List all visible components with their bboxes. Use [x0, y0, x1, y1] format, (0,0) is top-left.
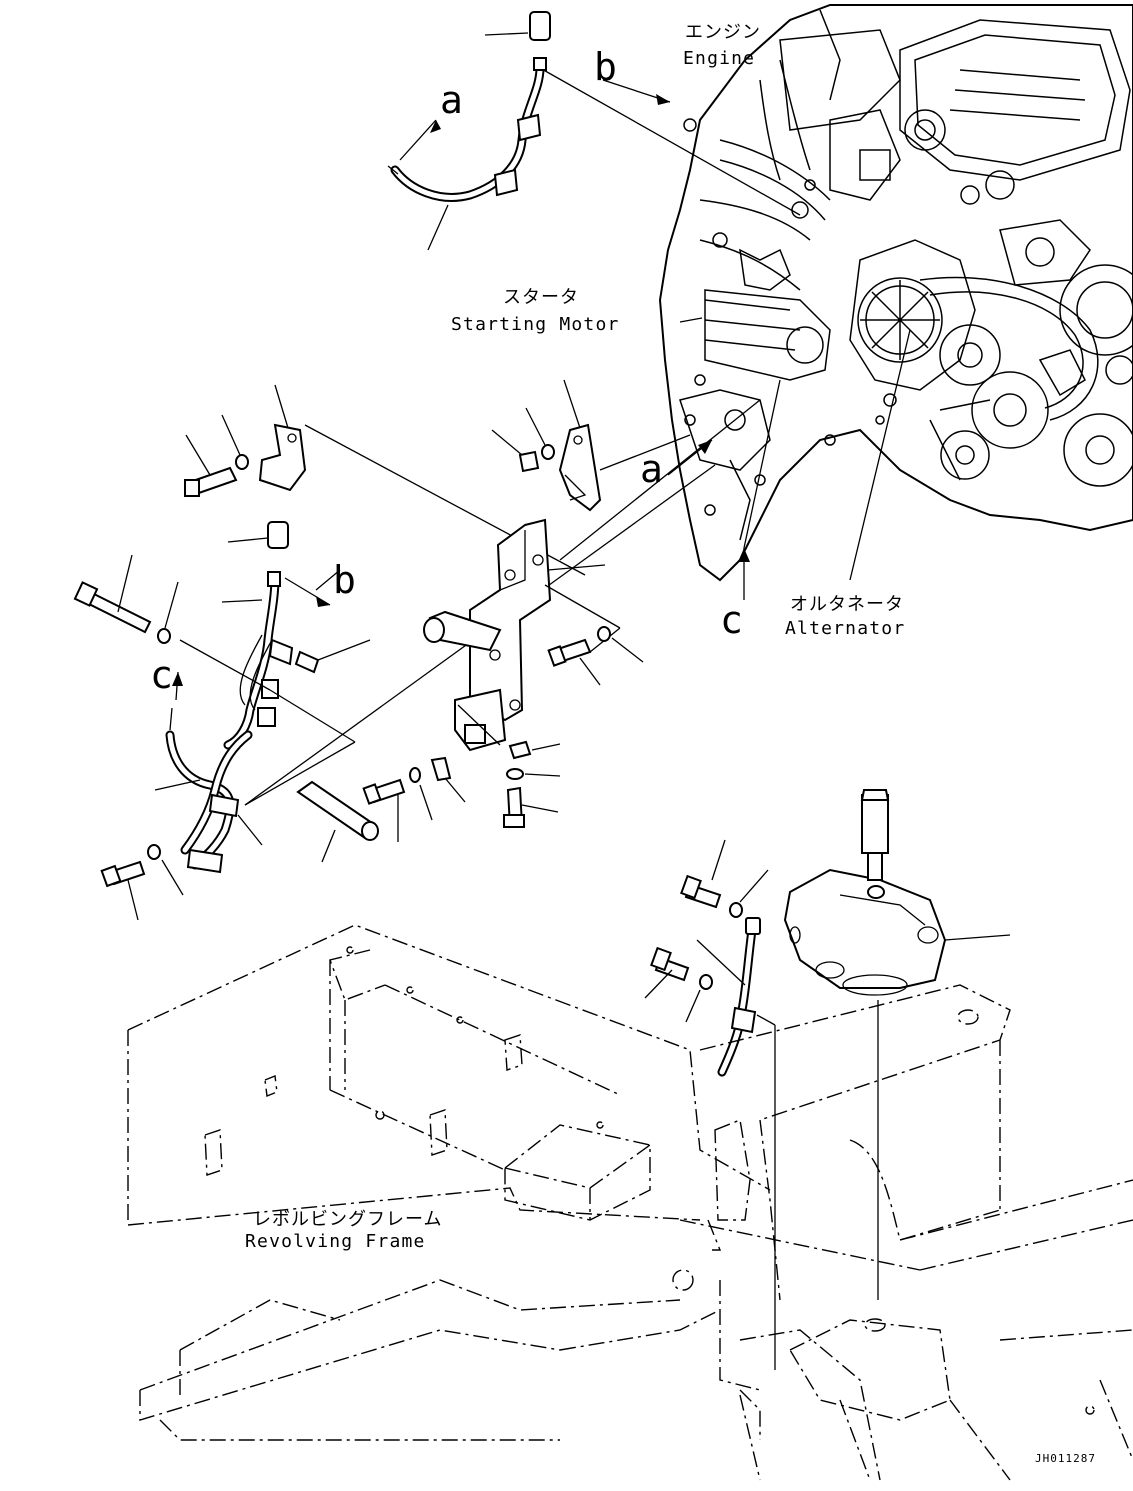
starter-label-en: Starting Motor: [451, 314, 620, 335]
spacer-pipe: [296, 780, 379, 863]
alternator-label: オルタネータ Alternator: [785, 594, 905, 639]
ground-bracket: [644, 789, 1011, 1370]
engine-label: エンジン Engine: [683, 22, 761, 69]
frame-label-jp: レボルビングフレーム: [253, 1209, 442, 1230]
engine-drawing: [658, 4, 1133, 582]
frame-label-en: Revolving Frame: [245, 1231, 426, 1252]
small-hardware: [100, 626, 644, 921]
second-battery-cable: [221, 521, 371, 750]
ref-a-top: a: [440, 78, 463, 122]
harness-boundary: [179, 584, 621, 806]
starter-label: スタータ Starting Motor: [451, 287, 620, 335]
ref-a-mid: a: [640, 447, 663, 491]
frame-label: レボルビングフレーム Revolving Frame: [245, 1209, 442, 1252]
starter-label-jp: スタータ: [503, 287, 579, 308]
engine-label-jp: エンジン: [685, 22, 761, 43]
engine-label-en: Engine: [683, 48, 755, 69]
clamp-bracket-left: [184, 384, 307, 497]
clamp-bracket-right: [491, 379, 602, 512]
main-bracket: [423, 518, 606, 752]
long-bolt: [73, 554, 179, 644]
revolving-frame: [127, 924, 1133, 1481]
alternator-label-en: Alternator: [785, 618, 905, 639]
harness-lower: [154, 671, 263, 874]
ref-c-right: c: [720, 598, 743, 642]
alternator-label-jp: オルタネータ: [790, 594, 904, 615]
ref-b-top: b: [594, 45, 617, 89]
drawing-code: JH011287: [1035, 1452, 1096, 1465]
ref-c-left: c: [150, 653, 173, 697]
ref-b-mid: b: [333, 558, 356, 602]
top-battery-cable: [387, 11, 671, 251]
